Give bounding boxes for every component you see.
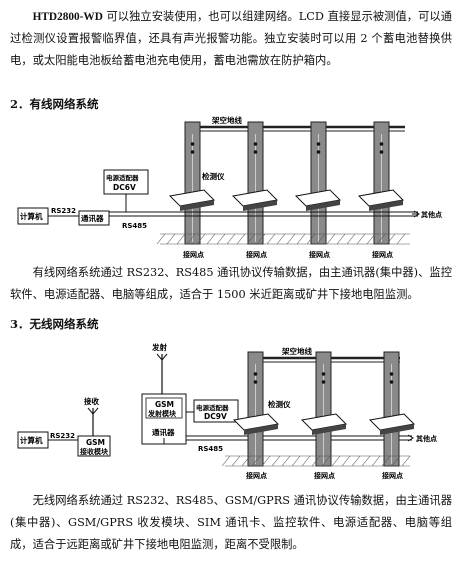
wireless-ground-label-3: 接网点 <box>382 471 403 480</box>
tower-3 <box>310 121 327 245</box>
power-adapter-label: 电源适配器 <box>106 173 139 182</box>
gsm-rx-module: 接收模块 <box>80 447 109 456</box>
tower-2 <box>247 121 264 245</box>
wireless-tower-2 <box>315 351 332 467</box>
transmit-label: 发射 <box>151 342 167 352</box>
wireless-computer-label: 计算机 <box>20 435 43 445</box>
wired-description: 有线网络系统通过 RS232、RS485 通讯协议传输数据，由主通讯器(集中器)… <box>10 266 452 301</box>
wireless-network-diagram: 发射 接收 GSM 发射模块 通讯器 电源适配器 DC9V 计算机 RS232 … <box>17 342 437 480</box>
wireless-rs232-label: RS232 <box>50 432 75 440</box>
power-adapter-voltage: DC6V <box>113 183 136 192</box>
power-adapter-box <box>103 169 149 195</box>
wireless-power-adapter-box <box>193 399 239 423</box>
heading-wired-network: 2．有线网络系统 <box>10 97 99 111</box>
ground-label-1: 接网点 <box>183 250 204 259</box>
wireless-description: 无线网络系统通过 RS232、RS485、GSM/GPRS 通讯协议传输数据，由… <box>10 494 452 551</box>
wireless-detector-2 <box>300 413 348 435</box>
wireless-power-adapter-voltage: DC9V <box>204 412 227 421</box>
detector-1 <box>168 189 216 211</box>
communicator-box <box>78 210 110 226</box>
wireless-detector-3 <box>368 413 416 435</box>
wireless-other-points-label: 其他点 <box>416 434 437 443</box>
wireless-communicator-label: 通讯器 <box>152 427 175 437</box>
wireless-ground-hatch <box>221 455 411 467</box>
wired-network-diagram: 架空地线 检测仪 电源适配器 DC6V <box>17 115 442 259</box>
wireless-power-adapter-label: 电源适配器 <box>196 403 229 412</box>
other-points-label: 其他点 <box>421 210 442 219</box>
tower-1 <box>184 121 201 245</box>
ground-label-2: 接网点 <box>246 250 267 259</box>
gsm-tx-label: GSM <box>155 400 174 409</box>
model-name: HTD2800-WD <box>32 11 103 23</box>
wireless-detector-1 <box>232 413 280 435</box>
rs485-label: RS485 <box>122 222 147 230</box>
computer-label: 计算机 <box>20 211 43 221</box>
overhead-line-label: 架空地线 <box>211 115 242 125</box>
tower-4 <box>373 121 390 245</box>
ground-label-4: 接网点 <box>372 250 393 259</box>
communicator-label: 通讯器 <box>81 213 104 223</box>
intro-paragraph: HTD2800-WD 可以独立安装使用，也可以组建网络。LCD 直接显示被测值，… <box>10 6 452 72</box>
wireless-ground-label-1: 接网点 <box>246 471 267 480</box>
wireless-tower-1 <box>247 351 264 467</box>
detector-label: 检测仪 <box>202 171 225 181</box>
gsm-receiver-box <box>77 435 111 457</box>
gsm-rx-label: GSM <box>86 438 105 447</box>
wireless-rs485-label: RS485 <box>198 445 223 453</box>
wireless-tower-3 <box>383 351 400 467</box>
intro-text: 可以独立安装使用，也可以组建网络。LCD 直接显示被测值，可以通过检测仪设置报警… <box>10 10 452 67</box>
ground-label-3: 接网点 <box>309 250 330 259</box>
receive-label: 接收 <box>84 396 99 406</box>
detector-4 <box>357 189 405 211</box>
heading-wireless-network: 3．无线网络系统 <box>10 317 99 331</box>
ground-hatch <box>156 233 410 245</box>
wireless-ground-label-2: 接网点 <box>314 471 335 480</box>
gsm-tx-module: 发射模块 <box>147 409 177 418</box>
wireless-overhead-line-label: 架空地线 <box>281 346 312 356</box>
wireless-detector-label: 检测仪 <box>268 399 291 409</box>
detector-3 <box>294 189 342 211</box>
rs232-label: RS232 <box>51 207 76 215</box>
detector-2 <box>231 189 279 211</box>
